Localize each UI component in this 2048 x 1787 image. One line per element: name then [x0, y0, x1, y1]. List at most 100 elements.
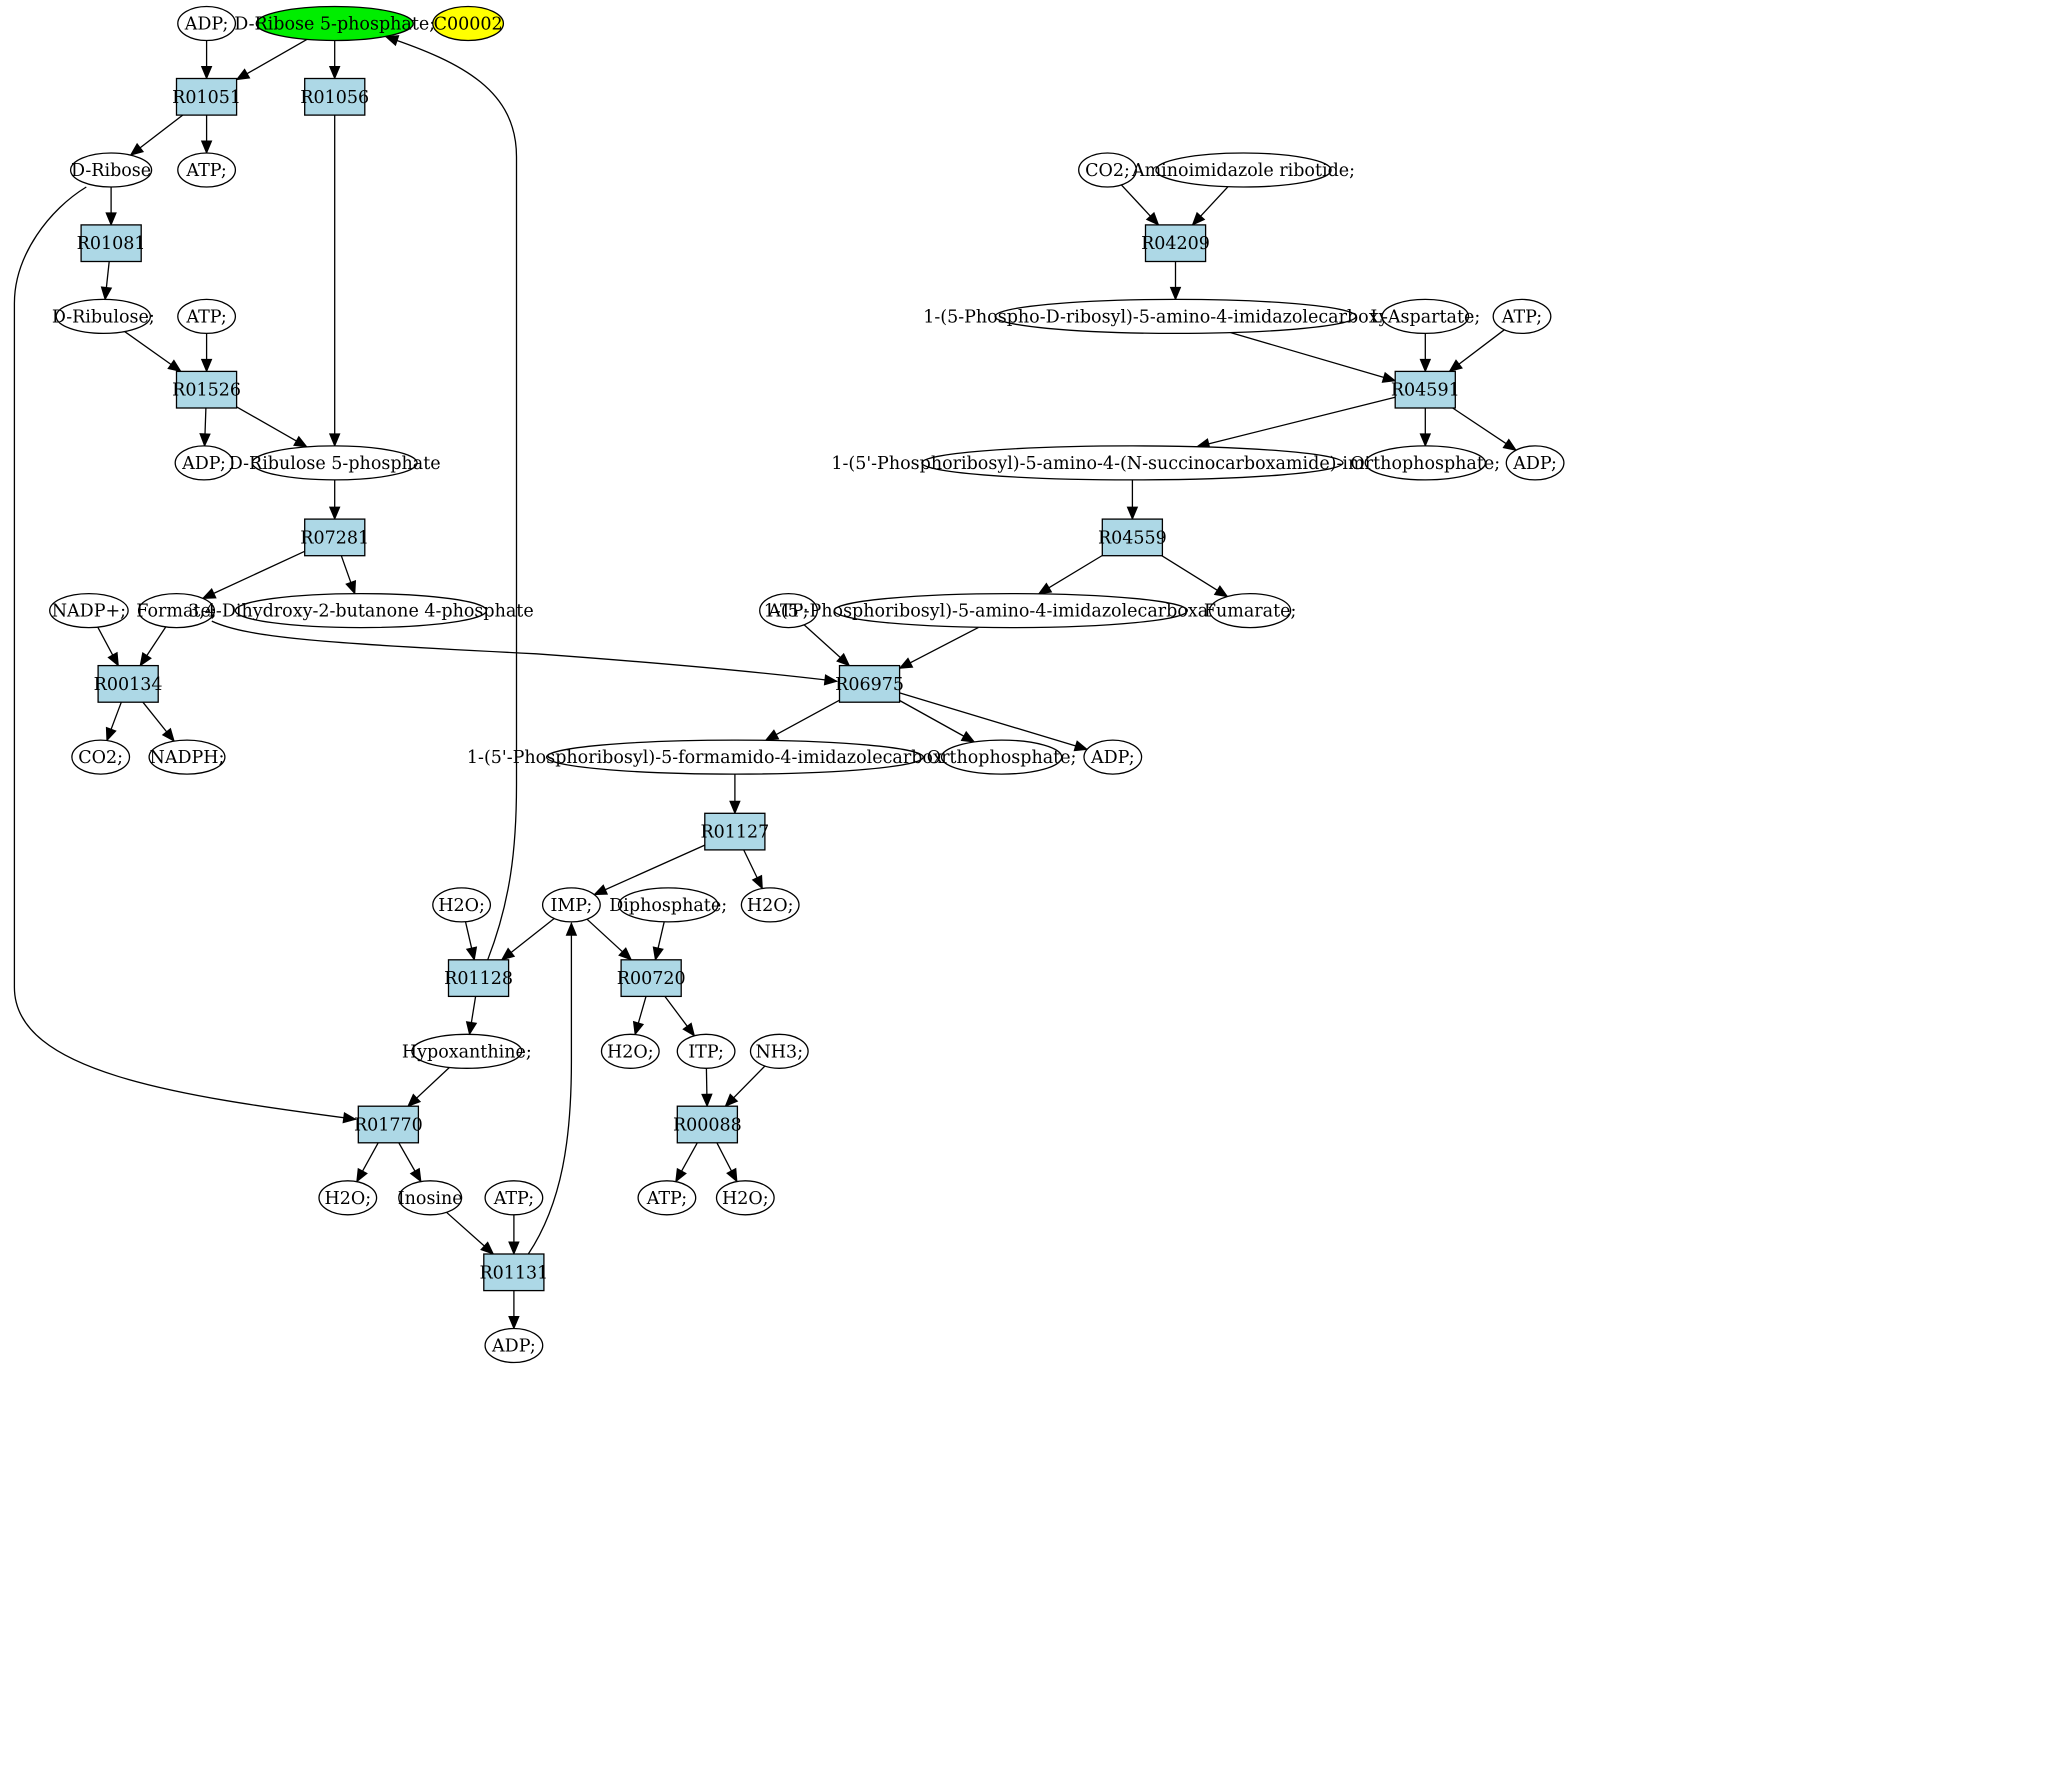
edge-r01128-to-hypoxanthine-arrowhead [465, 1021, 478, 1036]
node-label: R07281 [300, 528, 369, 548]
compound-node-co2_a[interactable]: CO2; [71, 739, 131, 775]
compound-ellipse [398, 1180, 463, 1216]
node-label: Formate; [136, 602, 216, 622]
node-label: Orthophosphate; [1350, 454, 1500, 474]
compound-node-cair[interactable]: 1-(5-Phospho-D-ribosyl)-5-amino-4-imidaz… [923, 298, 1428, 335]
edge-r01131-to-imp-arrowhead [565, 921, 578, 936]
reaction-node-r06975[interactable]: R06975 [835, 664, 904, 703]
compound-node-dribulose5p[interactable]: D-Ribulose 5-phosphate [229, 445, 441, 481]
compound-node-dribulose[interactable]: D-Ribulose; [52, 298, 155, 335]
compound-node-atp_f[interactable]: ATP; [637, 1180, 697, 1216]
compound-node-co2_b[interactable]: CO2; [1078, 152, 1137, 188]
reaction-node-r00134[interactable]: R00134 [94, 664, 163, 703]
compound-node-faicar[interactable]: 1-(5'-Phosphoribosyl)-5-formamido-4-imid… [467, 739, 1003, 775]
reaction-node-r01770[interactable]: R01770 [354, 1105, 423, 1144]
node-label: D-Ribulose 5-phosphate [229, 454, 441, 474]
node-label: 1-(5'-Phosphoribosyl)-5-formamido-4-imid… [467, 748, 1003, 768]
node-label: CO2; [78, 748, 123, 768]
reaction-node-r04209[interactable]: R04209 [1141, 224, 1210, 263]
node-label: R00134 [94, 675, 163, 695]
compound-ellipse [676, 1033, 736, 1069]
compound-node-adp_top[interactable]: ADP; [177, 5, 237, 42]
compound-node-atp_b[interactable]: ATP; [177, 298, 237, 335]
reaction-node-r01128[interactable]: R01128 [444, 959, 513, 998]
reaction-node-r07281[interactable]: R07281 [300, 518, 369, 557]
compound-node-adp_d[interactable]: ADP; [1083, 739, 1143, 775]
node-label: ATP; [1501, 307, 1542, 327]
compound-ellipse [541, 887, 601, 923]
node-label: H2O; [722, 1189, 769, 1209]
compound-node-dribose[interactable]: D-Ribose [69, 152, 153, 188]
edge-diphosphate-to-r00720-arrowhead [652, 946, 664, 962]
compound-node-air[interactable]: Aminoimidazole ribotide; [1131, 152, 1355, 188]
reaction-box [175, 370, 238, 409]
node-label: R01056 [300, 88, 369, 108]
compound-node-formate[interactable]: Formate; [136, 592, 217, 629]
compound-node-ortho_a[interactable]: Orthophosphate; [1350, 445, 1500, 481]
compound-ellipse [148, 739, 226, 775]
compound-node-dhbp[interactable]: 3,4-Dihydroxy-2-butanone 4-phosphate [188, 592, 534, 629]
reaction-node-r01051[interactable]: R01051 [172, 77, 241, 116]
node-label: R01526 [172, 381, 241, 401]
reaction-node-r01526[interactable]: R01526 [172, 370, 241, 409]
edge-r06975-to-faicar [765, 699, 840, 741]
reaction-node-r00720[interactable]: R00720 [617, 959, 686, 998]
compound-node-hypoxanthine[interactable]: Hypoxanthine; [402, 1033, 532, 1069]
compound-ellipse [432, 887, 492, 923]
node-label: ATP; [767, 602, 808, 622]
edge-adp_top-to-r01051-arrowhead [200, 66, 213, 80]
compound-node-atp_a[interactable]: ATP; [177, 152, 237, 188]
reaction-node-r01081[interactable]: R01081 [77, 224, 146, 263]
edge-dribose5p-to-r01051 [236, 38, 308, 81]
edge-laspartate-to-r04591-arrowhead [1419, 358, 1432, 373]
compound-ellipse [177, 5, 237, 42]
reaction-node-r04591[interactable]: R04591 [1391, 370, 1460, 409]
reaction-node-r00088[interactable]: R00088 [673, 1105, 742, 1144]
compound-node-itp[interactable]: ITP; [676, 1033, 736, 1069]
compound-node-saicar[interactable]: 1-(5'-Phosphoribosyl)-5-amino-4-(N-succi… [831, 445, 1433, 481]
edge-aicar-to-r06975-arrowhead [898, 657, 914, 669]
compound-node-aicar[interactable]: 1-(5'-Phosphoribosyl)-5-amino-4-imidazol… [764, 592, 1258, 629]
compound-node-h2o_d[interactable]: H2O; [318, 1180, 378, 1216]
compound-node-adp_c[interactable]: ADP; [1505, 445, 1565, 481]
compound-node-adp_e[interactable]: ADP; [484, 1327, 544, 1364]
reaction-box [175, 77, 238, 116]
compound-node-nh3[interactable]: NH3; [749, 1033, 809, 1069]
reaction-node-r01127[interactable]: R01127 [700, 812, 769, 851]
reaction-node-r01056[interactable]: R01056 [300, 77, 369, 116]
compound-node-nadpplus[interactable]: NADP+; [49, 592, 129, 629]
compound-node-atp_e[interactable]: ATP; [484, 1180, 544, 1216]
reaction-box [97, 664, 159, 703]
compound-node-h2o_b[interactable]: H2O; [432, 887, 492, 923]
compound-node-c00002[interactable]: C00002 [432, 5, 505, 42]
compound-node-atp_d[interactable]: ATP; [759, 592, 818, 629]
compound-ellipse [49, 592, 129, 629]
compound-node-ortho_b[interactable]: Orthophosphate; [927, 739, 1077, 775]
compound-ellipse [1208, 592, 1292, 629]
reaction-node-r01131[interactable]: R01131 [479, 1253, 548, 1292]
compound-ellipse [1155, 152, 1332, 188]
edge-r06975-to-adp_d [899, 692, 1088, 751]
compound-node-laspartate[interactable]: L-Aspartate; [1370, 298, 1480, 335]
edge-r01526-to-adp_b-arrowhead [199, 433, 211, 448]
compound-node-dribose5p[interactable]: D-Ribose 5-phosphate; [234, 5, 435, 42]
compound-ellipse [715, 1180, 775, 1216]
edge-h2o_b-to-r01128-arrowhead [465, 946, 478, 962]
compound-node-nadph[interactable]: NADPH; [148, 739, 226, 775]
edge-formate-to-r06975-arrowhead [823, 674, 839, 686]
reaction-node-r04559[interactable]: R04559 [1098, 518, 1167, 557]
compound-node-h2o_a[interactable]: H2O; [740, 887, 800, 923]
compound-node-fumarate[interactable]: Fumarate; [1204, 592, 1297, 629]
edge-dribulose-to-r01526-arrowhead [167, 359, 182, 373]
compound-node-imp[interactable]: IMP; [541, 887, 601, 923]
compound-ellipse [411, 1033, 523, 1069]
compound-node-h2o_e[interactable]: H2O; [715, 1180, 775, 1216]
compound-node-adp_b[interactable]: ADP; [174, 445, 234, 481]
compound-node-inosine[interactable]: Inosine [398, 1180, 463, 1216]
compound-node-atp_c[interactable]: ATP; [1492, 298, 1552, 335]
node-label: 3,4-Dihydroxy-2-butanone 4-phosphate [188, 602, 534, 622]
compound-node-h2o_c[interactable]: H2O; [600, 1033, 660, 1069]
compound-node-diphosphate[interactable]: Diphosphate; [609, 887, 727, 923]
compound-ellipse [255, 5, 414, 42]
